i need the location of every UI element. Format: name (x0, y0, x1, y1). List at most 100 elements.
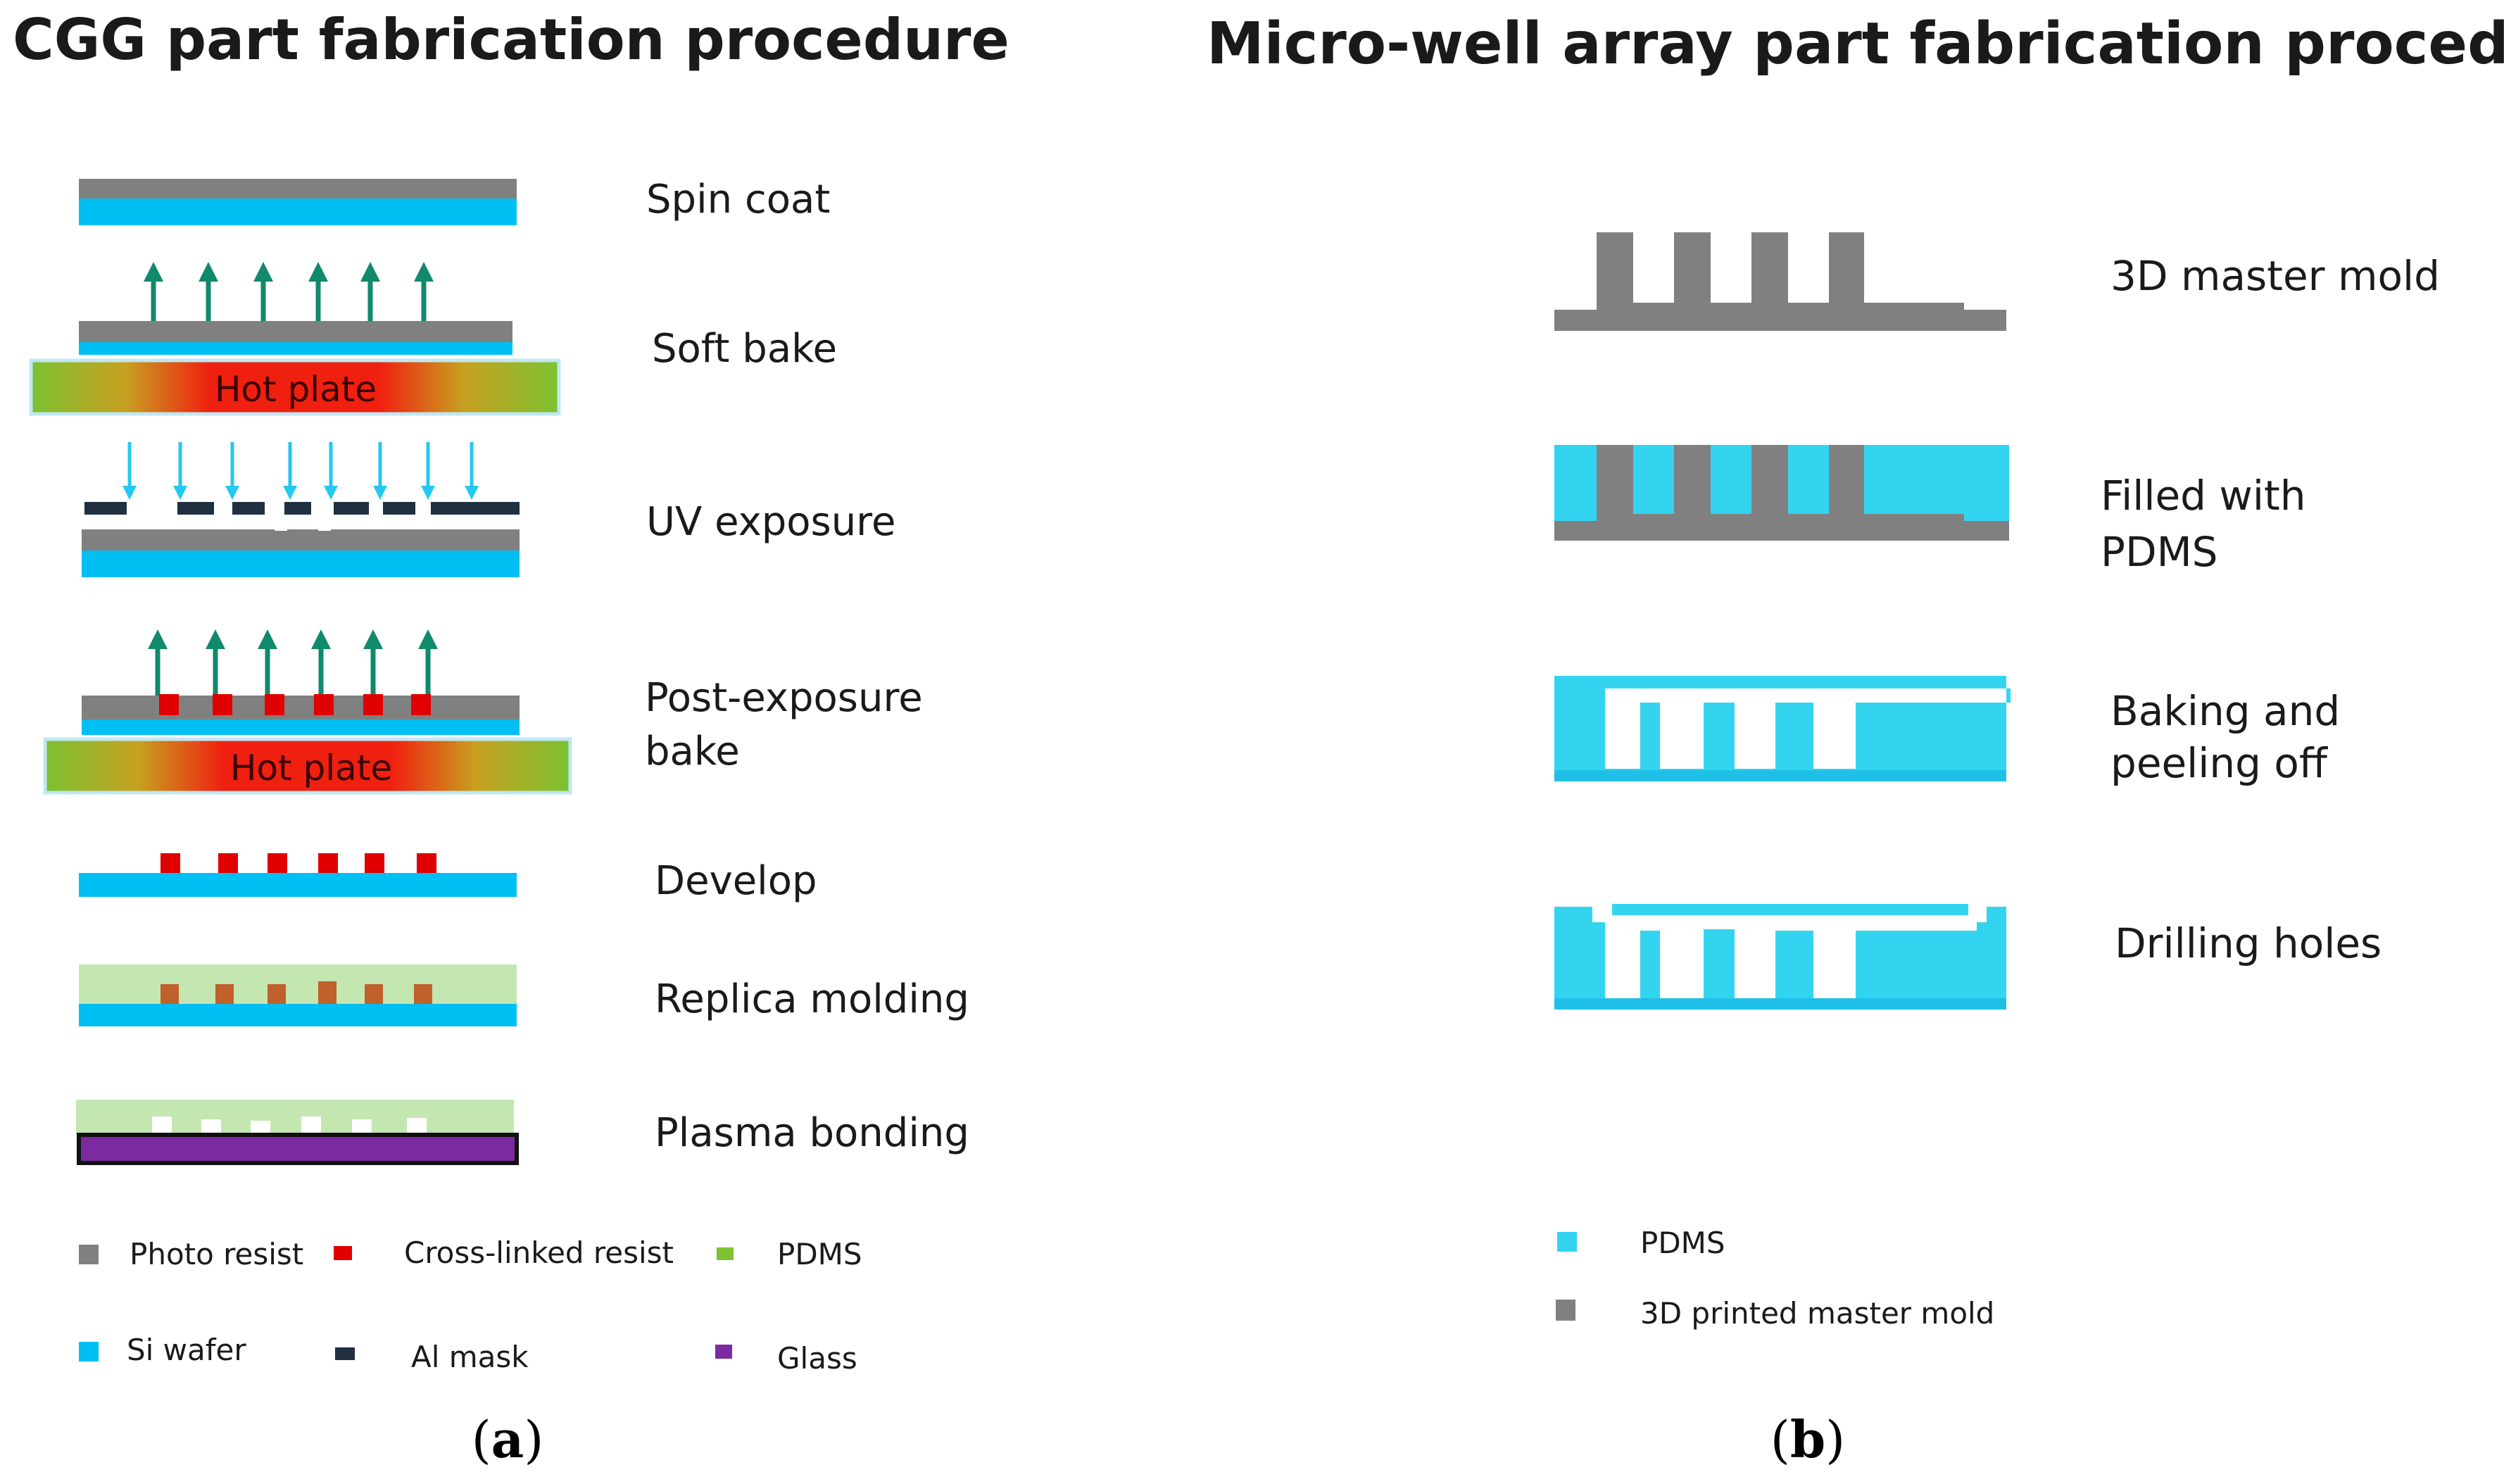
step-soft-bake: Hot plate Soft bake (29, 262, 837, 416)
legend-label-pdms: PDMS (1640, 1226, 1725, 1260)
photo-resist-layer (82, 529, 520, 551)
legend-a: Photo resist Cross-linked resist PDMS Si… (79, 1235, 862, 1376)
step-label-post-exposure-1: Post-exposure (645, 675, 923, 721)
panel-a-title: CGG part fabrication procedure (13, 7, 1009, 73)
channel-void (301, 1117, 321, 1135)
step-label-baking-2: peeling off (2110, 739, 2329, 787)
cured-resist-block (414, 984, 432, 1004)
step-label-develop: Develop (655, 858, 817, 904)
caption-a: (a) (472, 1409, 544, 1469)
cross-linked-block (268, 853, 287, 874)
channel-void (352, 1119, 372, 1135)
legend-swatch-pdms (717, 1247, 734, 1260)
si-wafer-layer (79, 1004, 517, 1026)
pdms-part (1554, 907, 2006, 1008)
step-plasma-bonding: Plasma bonding (76, 1100, 969, 1165)
cured-resist-block (161, 984, 179, 1004)
step-label-replica-molding: Replica molding (655, 976, 969, 1022)
caption-b-close: ) (1825, 1410, 1845, 1469)
cross-linked-block (159, 694, 179, 715)
legend-b: PDMS 3D printed master mold (1556, 1226, 1994, 1331)
step-label-filled-1: Filled with (2101, 472, 2305, 520)
photo-resist-layer (79, 179, 517, 199)
cross-linked-block (213, 694, 232, 715)
al-mask-segment (232, 502, 265, 515)
cross-linked-block (161, 853, 180, 874)
legend-label-glass: Glass (777, 1341, 857, 1376)
channel-void (201, 1119, 221, 1135)
legend-swatch-photo-resist (79, 1245, 99, 1264)
caption-a-close: ) (524, 1410, 543, 1469)
legend-label-photo-resist: Photo resist (130, 1237, 303, 1271)
step-post-exposure-bake: Hot plate Post-exposure bake (43, 629, 923, 795)
caption-b-letter: b (1790, 1409, 1825, 1469)
glass-slide (77, 1133, 519, 1165)
si-wafer-layer (82, 551, 520, 577)
drilled-hole (1968, 901, 1987, 922)
caption-a-letter: a (491, 1409, 524, 1469)
step-label-plasma-bonding: Plasma bonding (655, 1110, 969, 1156)
step-label-uv-exposure: UV exposure (646, 499, 895, 545)
legend-swatch-master-mold (1556, 1300, 1575, 1321)
step-label-soft-bake: Soft bake (652, 326, 837, 372)
pdms-layer (79, 964, 517, 1004)
exposed-resist (275, 521, 287, 531)
step-master-mold: 3D master mold (1554, 232, 2440, 331)
cured-resist-block (365, 984, 383, 1004)
photo-resist-layer (82, 696, 520, 719)
master-mold-shape (1554, 232, 2006, 331)
legend-label-pdms: PDMS (777, 1237, 862, 1271)
cross-linked-block (265, 694, 284, 715)
step-filled-pdms: Filled with PDMS (1554, 445, 2305, 576)
cured-resist-block (268, 984, 286, 1004)
step-uv-exposure: UV exposure (82, 442, 895, 577)
pdms-base-line (1554, 770, 2006, 781)
legend-swatch-al-mask (335, 1347, 355, 1360)
si-wafer-layer (79, 342, 512, 355)
legend-swatch-pdms (1557, 1232, 1577, 1252)
cured-resist-block (215, 984, 234, 1004)
legend-label-si-wafer: Si wafer (127, 1333, 246, 1367)
channel-void (152, 1117, 172, 1135)
si-wafer-layer (82, 719, 520, 735)
cross-linked-block (365, 853, 384, 874)
caption-a-open: ( (472, 1410, 491, 1469)
caption-b-open: ( (1770, 1410, 1790, 1469)
step-drilling-holes: Drilling holes (1554, 901, 2382, 1010)
legend-swatch-si-wafer (79, 1342, 99, 1362)
cross-linked-block (417, 853, 436, 874)
master-mold-shape (1554, 445, 2009, 541)
cross-linked-block (314, 694, 334, 715)
cross-linked-block (363, 694, 383, 715)
al-mask-segment (334, 502, 369, 515)
panel-b-title: Micro-well array part fabrication proced… (1207, 11, 2504, 77)
step-label-spin-coat: Spin coat (646, 177, 830, 222)
hot-plate (43, 737, 572, 795)
panel-a: CGG part fabrication procedure Spin coat… (13, 7, 1009, 1469)
drilled-hole (1594, 901, 1612, 922)
si-wafer-layer (79, 199, 517, 225)
top-membrane (1612, 904, 1968, 915)
al-mask-segment (177, 502, 214, 515)
al-mask-segment (431, 502, 520, 515)
step-label-baking-1: Baking and (2110, 687, 2340, 735)
cross-linked-block (218, 853, 238, 874)
cured-resist-block (318, 981, 336, 1004)
exposed-resist (318, 521, 331, 531)
al-mask-segment (284, 502, 311, 515)
photo-resist-layer (79, 321, 512, 342)
cross-linked-block (318, 853, 338, 874)
channel-void (251, 1121, 270, 1135)
step-label-filled-2: PDMS (2101, 528, 2218, 576)
cross-linked-block (411, 694, 431, 715)
al-mask-segment (383, 502, 415, 515)
pdms-layer (76, 1100, 514, 1135)
legend-label-cross-linked: Cross-linked resist (404, 1235, 674, 1270)
legend-label-al-mask: Al mask (411, 1340, 529, 1374)
step-label-post-exposure-2: bake (645, 729, 740, 774)
hot-plate (29, 358, 561, 416)
al-mask-segment (84, 502, 127, 515)
legend-swatch-cross-linked (334, 1246, 352, 1260)
panel-b: Micro-well array part fabrication proced… (1207, 11, 2504, 1469)
